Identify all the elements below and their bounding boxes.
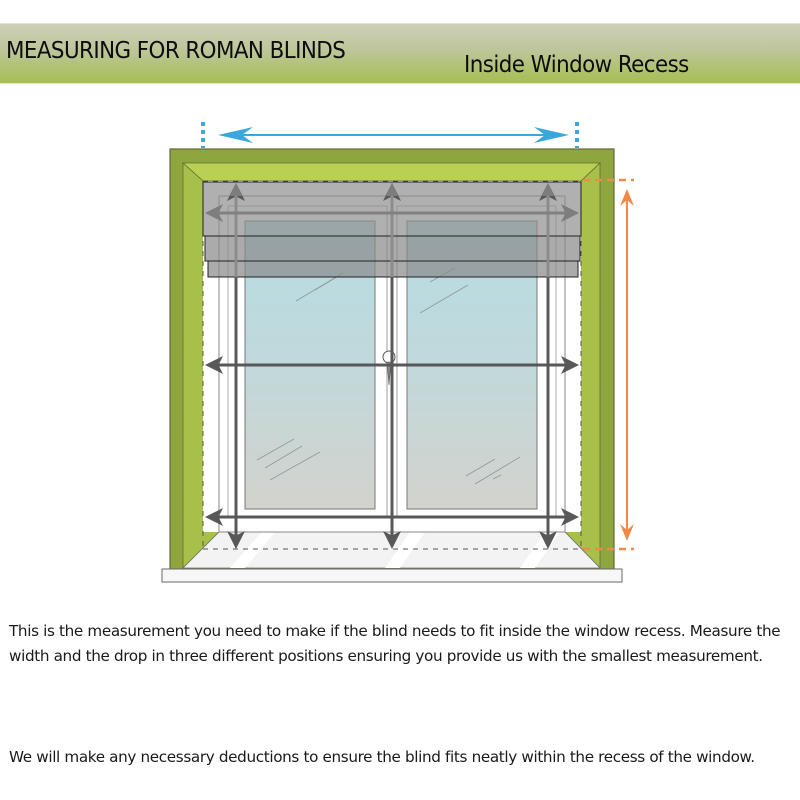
instructions-paragraph: This is the measurement you need to make…	[9, 622, 781, 665]
page-title: MEASURING FOR ROMAN BLINDS	[6, 38, 346, 64]
deductions-note: We will make any necessary deductions to…	[9, 748, 755, 766]
page-subtitle: Inside Window Recess	[464, 52, 689, 78]
recess-outline	[202, 180, 582, 550]
window-sill	[161, 531, 623, 583]
width-arrow-icon	[201, 122, 579, 148]
drop-arrow-icon	[583, 178, 634, 551]
width-measure-arrows	[205, 204, 579, 526]
window-recess-diagram	[161, 122, 634, 583]
header-banner: MEASURING FOR ROMAN BLINDS Inside Window…	[0, 23, 800, 84]
